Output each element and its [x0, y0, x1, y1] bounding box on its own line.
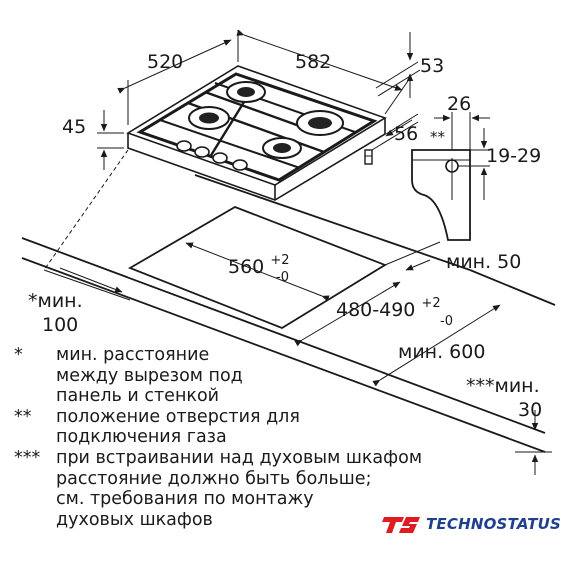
dimension-min-100: *мин. 100	[28, 267, 131, 336]
dim-560-tol-minus: -0	[276, 270, 289, 285]
dim-480-490-label: 480-490 +2	[336, 296, 441, 321]
dim-560-label: 560 +2	[228, 253, 289, 278]
dim-26-label: 26	[447, 93, 471, 115]
dim-45-label: 45	[62, 116, 86, 138]
burner-back-left	[226, 81, 266, 103]
dimension-45: 45	[62, 110, 124, 170]
footnote-3-mark: ***	[14, 447, 41, 468]
dimension-53: 53	[375, 32, 444, 98]
gas-hob	[126, 65, 387, 201]
technostatus-logo-icon	[382, 517, 420, 533]
technostatus-logo-text: TECHNOSTATUS	[426, 515, 562, 533]
footnote-1: * мин. расстояние между вырезом под пане…	[14, 345, 484, 407]
dimension-480-490: 480-490 +2 -0	[294, 281, 453, 347]
footnote-2-mark: **	[14, 406, 32, 427]
dimension-582: 582	[236, 29, 411, 115]
dim-582-label: 582	[295, 51, 331, 73]
footnotes: * мин. расстояние между вырезом под пане…	[14, 345, 484, 530]
dimension-56: 56	[371, 113, 419, 151]
technostatus-logo: TECHNOSTATUS	[382, 513, 561, 535]
dim-min-600-label: мин. 600	[398, 341, 485, 363]
burner-front-right	[262, 137, 302, 159]
dimension-min-30: ***мин. 30	[466, 375, 552, 475]
dim-520-label: 520	[147, 51, 183, 73]
control-knobs	[176, 140, 248, 171]
gas-connection-detail: 26 ** 19-29	[411, 93, 541, 241]
dimension-520: 520	[117, 30, 239, 125]
footnote-2-text: положение отверстия для подключения газа	[56, 406, 300, 448]
worktop	[21, 174, 556, 453]
dim-19-29-label: 19-29	[486, 145, 541, 167]
dim-min-100-line2: 100	[42, 314, 78, 336]
footnote-3-text: при встраивании над духовым шкафом расст…	[56, 447, 423, 530]
burner-front-left	[188, 106, 230, 130]
dim-min-30-line1: ***мин.	[466, 375, 540, 397]
footnote-2: ** положение отверстия для подключения г…	[14, 407, 484, 448]
dim-56-label: 56	[394, 123, 418, 145]
dimension-min-50: мин. 50	[384, 241, 521, 273]
gas-hole-mark: **	[430, 128, 446, 146]
dim-53-label: 53	[420, 55, 444, 77]
projection-line	[43, 149, 129, 271]
dimension-560: 560 +2 -0	[185, 242, 330, 302]
dim-min-100-line1: *мин.	[28, 290, 83, 312]
dimension-min-600: мин. 600	[372, 304, 501, 387]
dim-min-30-line2: 30	[518, 399, 542, 421]
dim-min-50-label: мин. 50	[446, 251, 521, 273]
dim-480-tol-minus: -0	[440, 314, 453, 329]
footnote-1-text: мин. расстояние между вырезом под панель…	[56, 345, 243, 407]
footnote-3: *** при встраивании над духовым шкафом р…	[14, 448, 484, 530]
footnote-1-mark: *	[14, 345, 23, 365]
burner-back-right	[296, 110, 344, 136]
